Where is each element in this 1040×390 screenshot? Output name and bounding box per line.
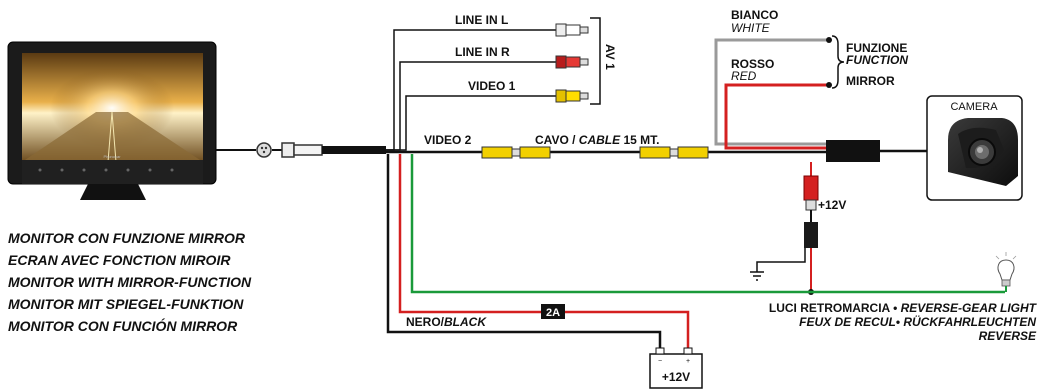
caption-line: ECRAN AVEC FONCTION MIROIR	[8, 252, 231, 268]
reverse-light-line2: FEUX DE RECUL• RÜCKFAHRLEUCHTEN	[799, 314, 1036, 329]
caption-line: MONITOR CON FUNZIONE MIRROR	[8, 230, 246, 246]
battery: − + +12V	[649, 347, 703, 389]
av1-bracket	[590, 17, 601, 105]
bianco-label: BIANCO	[731, 8, 778, 22]
function-label: FUNCTION	[846, 53, 908, 67]
caption-line: MONITOR CON FUNCIÓN MIRROR	[8, 317, 238, 334]
reverse-light-line3: REVERSE	[979, 329, 1037, 343]
av1-label: AV 1	[603, 44, 617, 70]
white-label: WHITE	[731, 21, 771, 35]
video-2-label: VIDEO 2	[424, 133, 472, 147]
monitor-caption: MONITOR CON FUNZIONE MIRROR ECRAN AVEC F…	[8, 230, 252, 334]
caption-line: MONITOR MIT SPIEGEL-FUNKTION	[8, 296, 244, 312]
video-1-label: VIDEO 1	[468, 79, 516, 93]
red-wire-end	[826, 82, 832, 88]
camera-power-label: +12V	[818, 198, 846, 212]
red-label: RED	[731, 69, 757, 83]
rca-plug-white	[555, 23, 589, 37]
line-in-r-label: LINE IN R	[455, 45, 510, 59]
monitor: Phonocar	[7, 41, 217, 200]
reverse-light-line1: LUCI RETROMARCIA • REVERSE-GEAR LIGHT	[769, 301, 1038, 315]
fuse: 2A	[541, 304, 565, 319]
camera-junction-box	[826, 140, 880, 162]
mirror-label: MIRROR	[846, 74, 895, 88]
funzione-label: FUNZIONE	[846, 41, 907, 55]
monitor-buttons	[38, 168, 174, 172]
fuse-label: 2A	[546, 307, 560, 319]
camera: CAMERA	[926, 95, 1023, 201]
monitor-brand: Phonocar	[103, 154, 121, 159]
mirror-brace	[831, 35, 845, 89]
camera-power-plug	[803, 162, 819, 248]
rca-plug-red	[555, 55, 589, 69]
mirror-wires	[714, 38, 828, 150]
video-cable	[386, 146, 826, 159]
rosso-label: ROSSO	[731, 57, 774, 71]
cable-label: CAVO / CABLE 15 MT.	[535, 133, 659, 147]
caption-line: MONITOR WITH MIRROR-FUNCTION	[8, 274, 252, 290]
line-in-l-label: LINE IN L	[455, 13, 508, 27]
battery-label: +12V	[662, 370, 690, 384]
rca-plug-yellow	[555, 89, 589, 103]
monitor-connector	[216, 142, 386, 158]
white-wire-end	[826, 37, 832, 43]
monitor-stand	[80, 184, 146, 200]
ground-wire-label: NERO/BLACK	[406, 315, 487, 329]
battery-neg: −	[658, 358, 662, 365]
ground-wire	[750, 248, 806, 281]
bulb-icon	[995, 252, 1017, 292]
camera-label: CAMERA	[950, 101, 998, 113]
battery-pos: +	[686, 358, 690, 365]
av-input-wires	[386, 29, 556, 151]
